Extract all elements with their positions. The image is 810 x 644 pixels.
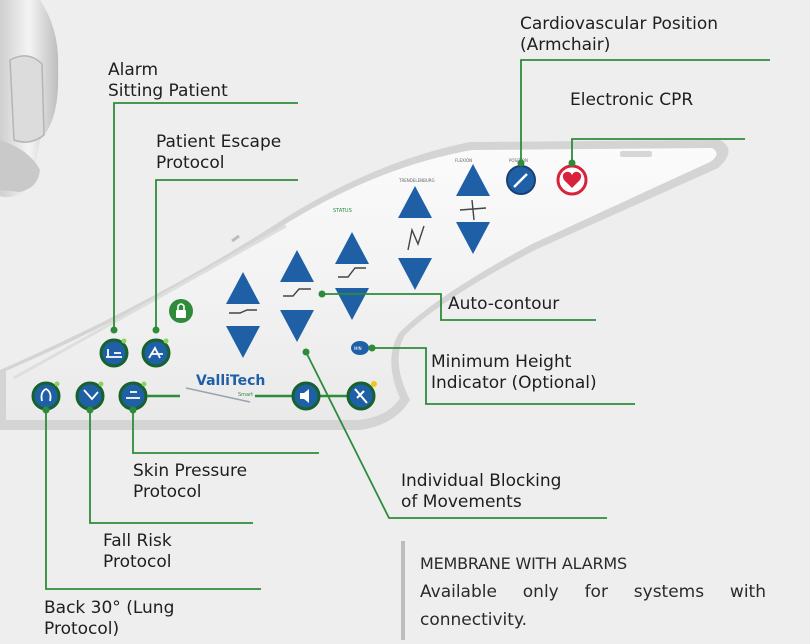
arrow-down-icon[interactable] [398,258,432,290]
callout-line-escape [155,179,298,330]
arrow-pair-1[interactable] [226,272,260,358]
sound-icon [300,389,309,403]
vallitech-logo: ValliTech Smart [185,373,265,403]
callout-line-blocking [305,351,607,519]
label-fall-risk-protocol: Fall Risk Protocol [103,531,172,572]
fall-risk-button[interactable] [75,381,105,411]
callout-line-back [45,410,261,590]
arrow-pair-4[interactable] [398,186,432,290]
note-accent-bar [401,541,405,640]
note-body: Available only for systems with connecti… [420,582,766,630]
callout-line-skin [132,410,319,454]
arrow-down-icon[interactable] [226,326,260,358]
fall-risk-icon [83,389,99,401]
membrane-panel: STATUS [0,140,729,430]
mute-icon [354,388,368,404]
bed-frame-icon [106,349,122,358]
arrow-pair-3[interactable] [335,232,369,320]
alarm-sitting-button[interactable] [99,338,129,368]
callout-line-minheight [372,347,635,405]
cpr-button[interactable] [556,164,588,196]
min-height-button[interactable]: MIN [351,341,369,355]
cardiovascular-icon [513,173,528,188]
label-skin-pressure-protocol: Skin Pressure Protocol [133,461,248,502]
sound-button[interactable] [291,381,321,411]
label-patient-escape-protocol: Patient Escape Protocol [156,132,282,173]
arrow-up-icon[interactable] [280,250,314,282]
callout-line-fall [89,410,253,524]
label-alarm-sitting-patient: Alarm Sitting Patient [108,60,228,101]
callout-line-cpr [571,138,745,163]
label-back-30-lung-protocol: Back 30° (Lung Protocol) [44,598,175,639]
svg-text:STATUS: STATUS [333,208,352,214]
svg-text:POSITION: POSITION [509,158,528,163]
label-individual-blocking: Individual Blocking of Movements [401,471,562,512]
arrow-down-icon[interactable] [456,222,490,254]
arrow-pair-5[interactable] [456,164,490,254]
lock-icon [176,310,186,318]
callout-line-autocontour [322,293,596,321]
lock-button[interactable] [169,299,193,323]
svg-text:TRENDELENBURG: TRENDELENBURG [398,178,435,183]
round-buttons: POSITION [31,158,588,411]
label-electronic-cpr: Electronic CPR [570,90,694,110]
skin-pressure-button[interactable] [118,381,148,411]
note-title: MEMBRANE WITH ALARMS [420,554,627,573]
back-30-button[interactable] [31,381,61,411]
callout-lines [45,59,770,590]
label-minimum-height-indicator: Minimum Height Indicator (Optional) [431,352,597,393]
logo-subtext: Smart [238,392,253,398]
svg-text:MIN: MIN [354,346,362,351]
logo-text: ValliTech [196,373,265,389]
label-cardiovascular-position: Cardiovascular Position (Armchair) [520,14,719,55]
arrow-up-icon[interactable] [398,186,432,218]
arrow-buttons: TRENDELENBURG FLEXIÓN [226,158,490,358]
callout-line-cardiovascular [520,59,770,163]
svg-text:FLEXIÓN: FLEXIÓN [455,158,472,163]
callout-dots [42,159,576,414]
lung-icon [40,387,52,402]
callout-line-alarm [113,102,298,330]
patient-escape-button[interactable] [141,338,171,368]
arrow-down-icon[interactable] [280,310,314,342]
mute-button[interactable] [346,381,377,411]
bed-rail-fragment [0,0,59,198]
arrow-down-icon[interactable] [335,288,369,320]
bed-exit-icon [148,346,163,359]
arrow-up-icon[interactable] [335,232,369,264]
label-auto-contour: Auto-contour [448,294,560,314]
arrow-up-icon[interactable] [456,164,490,196]
arrow-up-icon[interactable] [226,272,260,304]
heart-icon [562,171,582,188]
arrow-pair-2[interactable] [280,250,314,342]
skin-pressure-icon [126,391,140,399]
